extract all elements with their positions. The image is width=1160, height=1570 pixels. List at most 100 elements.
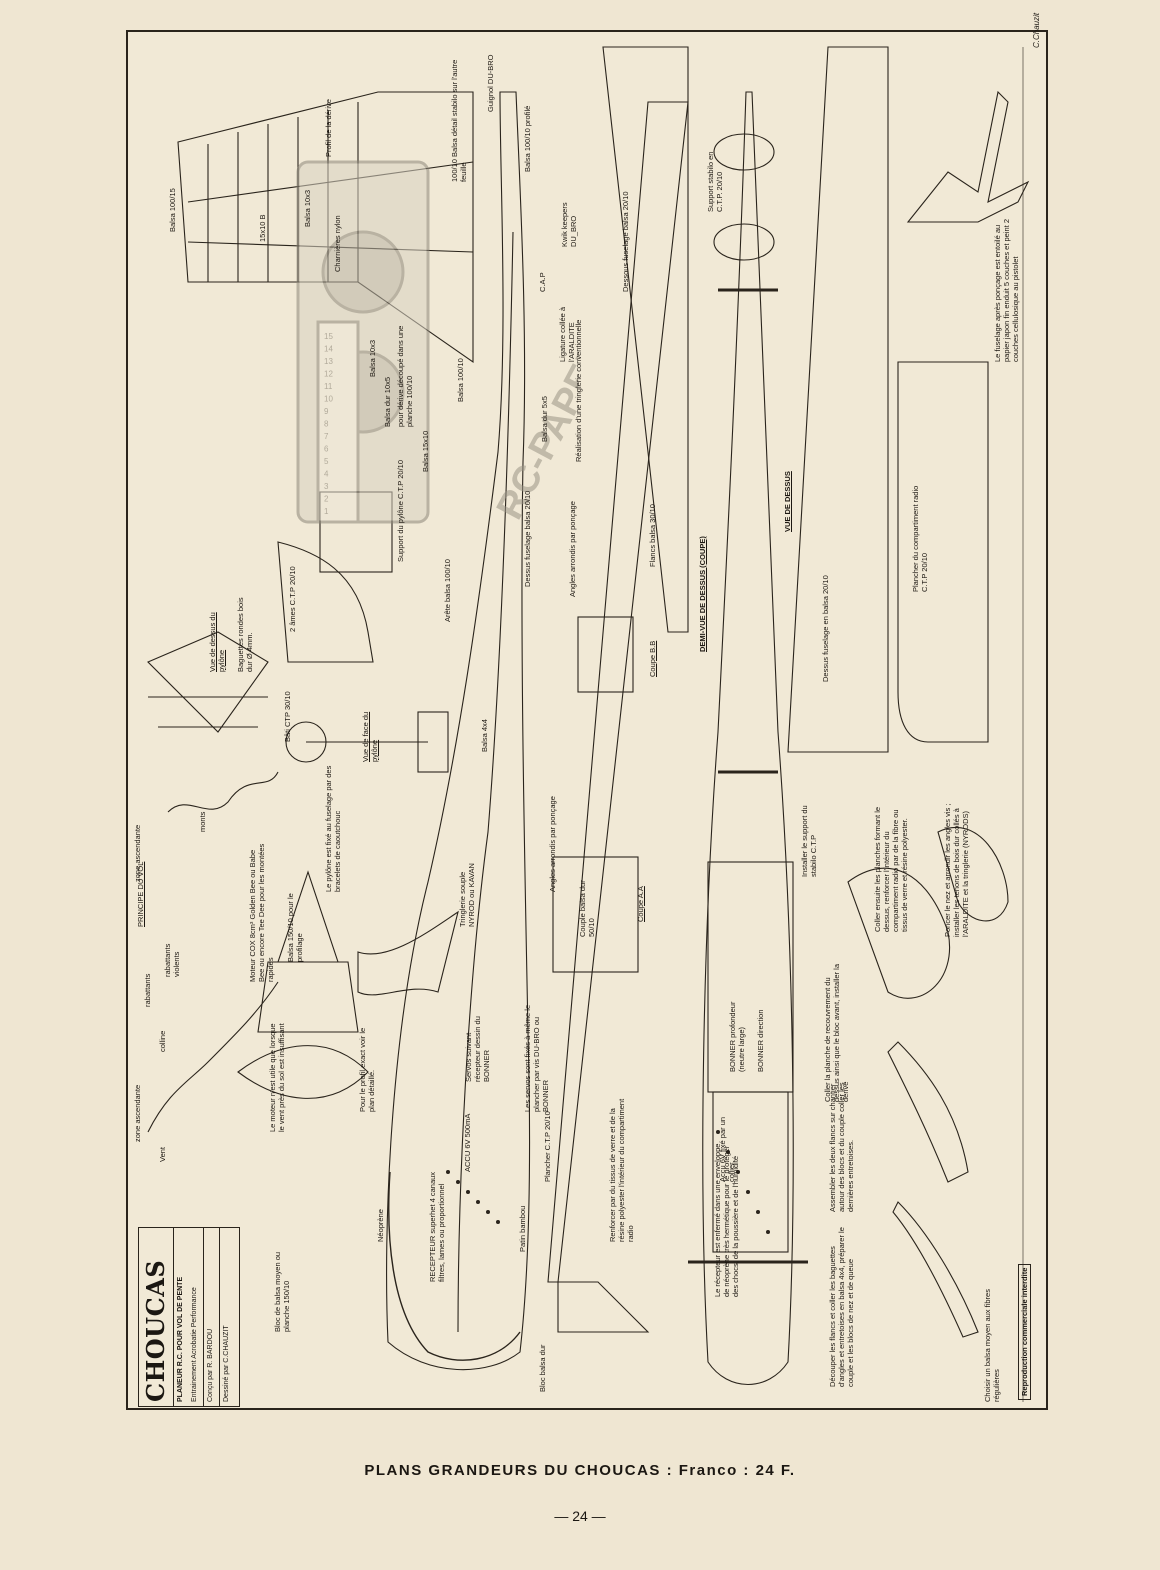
label-cap: C.A.P bbox=[538, 272, 547, 292]
ruler-tick-label: 10 bbox=[324, 395, 333, 404]
label-angles-arrondis-1: Angles arrondis par ponçage bbox=[568, 501, 577, 597]
ruler-tick-label: 8 bbox=[324, 420, 329, 429]
label-assembler: Assembler les deux flancs sur chantier a… bbox=[828, 1082, 855, 1212]
fin-outline bbox=[177, 91, 474, 364]
label-realisation: Réalisation d'une tringlerie conventionn… bbox=[574, 319, 583, 462]
label-monts: monts bbox=[198, 811, 207, 832]
label-arete-balsa: Arête balsa 100/10 bbox=[443, 559, 452, 622]
plan-drawing bbox=[147, 46, 1030, 1402]
label-pylone-fixe: Le pylône est fixé au fuselage par des b… bbox=[324, 765, 342, 892]
label-zone-ascendante-2: zone ascendante bbox=[133, 1084, 142, 1142]
label-pour-profil: Pour le profil exact voir le plan détail… bbox=[358, 1027, 376, 1112]
label-support-stabilo: Support stabilo en C.T.P. 20/10 bbox=[706, 151, 724, 212]
ruler-tick-label: 5 bbox=[324, 457, 329, 466]
label-baguettes-rondes: Baguettes rondes bois dur Ø 4mm. bbox=[236, 597, 254, 672]
label-bonner-prof: BONNER profondeur (neutre large) bbox=[728, 1001, 746, 1072]
plank-1 bbox=[602, 46, 689, 633]
side-fuselage-spine bbox=[457, 231, 514, 1333]
label-decoupe: pour dérive découpé dans une planche 100… bbox=[396, 325, 414, 427]
label-dessous-fuselage-20: Dessous fuselage balsa 20/10 bbox=[621, 191, 630, 293]
step-sketch-4 bbox=[937, 826, 1009, 922]
ruler-tick-label: 11 bbox=[324, 382, 333, 391]
title-name: CHOUCAS bbox=[141, 1259, 170, 1402]
footer-title: PLANS GRANDEURS DU CHOUCAS : Franco : 24… bbox=[364, 1462, 796, 1479]
reproduction-notice: Reproduction commerciale interdite bbox=[1018, 1263, 1031, 1400]
label-balsa-100-10-a: Balsa 100/10 bbox=[456, 358, 465, 402]
ruler-tick-label: 14 bbox=[324, 345, 333, 354]
nose-block bbox=[388, 1171, 521, 1361]
radio-compartment bbox=[707, 861, 794, 1093]
section-aa bbox=[552, 856, 639, 973]
section-bb bbox=[577, 616, 634, 693]
label-principe-vol: PRINCIPE DU VOL bbox=[136, 861, 145, 927]
label-balsa-dur-5x5: Balsa dur 5x5 bbox=[540, 396, 549, 442]
label-balsa-detail: 100/10 Balsa détail stabilo sur l'autre … bbox=[450, 59, 468, 182]
ruler-tick-label: 6 bbox=[324, 445, 329, 454]
label-rabattants: rabattants bbox=[143, 973, 152, 1007]
propeller bbox=[237, 1045, 369, 1099]
label-vue-dessus: VUE DE DESSUS bbox=[783, 471, 792, 532]
label-recepteur-enferme: Le récepteur est enfermé dans une envelo… bbox=[713, 1143, 740, 1297]
ruler-tick-label: 2 bbox=[324, 495, 329, 504]
label-choisir: Choisir un balsa moyen aux fibres réguli… bbox=[983, 1289, 1001, 1402]
label-10x3-top: Balsa 10x3 bbox=[303, 189, 312, 227]
label-balsa-profile: Balsa 100/10 profilé bbox=[523, 105, 532, 172]
ruler-tick-label: 7 bbox=[324, 432, 329, 441]
label-renforcer: Renforcer par du tissus de verre et de l… bbox=[608, 1098, 635, 1242]
label-balsa-100-15: Balsa 100/15 bbox=[168, 188, 177, 232]
label-moteur-cox: Moteur COX 8cm³ Golden Bee ou Babe Bee o… bbox=[248, 843, 275, 982]
label-recepteur: RECEPTEUR superhet 4 canaux filtres, lam… bbox=[428, 1171, 446, 1282]
ruler-tick-label: 4 bbox=[324, 470, 329, 479]
label-vue-dessus-pylone: Vue de dessus du pylône bbox=[208, 612, 226, 672]
radio-floor-plank bbox=[897, 361, 989, 743]
label-bonner-dir: BONNER direction bbox=[756, 1009, 765, 1072]
label-servos: Servos suivant récepteur dessin du BONNE… bbox=[464, 1016, 491, 1082]
title-block: CHOUCAS PLANEUR R.C. POUR VOL DE PENTE E… bbox=[138, 1227, 240, 1407]
label-poncer-nez: Poncer le nez et arrondir les angles vis… bbox=[943, 803, 970, 937]
plank-3 bbox=[787, 46, 889, 753]
ruler-tick-label: 1 bbox=[324, 507, 329, 516]
label-profil-derive: Profil de la dérive bbox=[324, 99, 333, 157]
label-decouper: Découper les flancs et coller les baguet… bbox=[828, 1227, 855, 1387]
label-bati-ctp: Bâti CTP 30/10 bbox=[283, 691, 292, 742]
label-servos-fixes: Les servos sont fixés à même le plancher… bbox=[523, 1004, 550, 1112]
step-sketch-2 bbox=[847, 867, 951, 999]
stab-mount-1 bbox=[713, 133, 775, 171]
wing-pylon-top bbox=[147, 631, 269, 733]
label-balsa-dur-10x5: Balsa dur 10x5 bbox=[383, 376, 392, 427]
label-coupe-bb: Coupe B.B bbox=[648, 640, 657, 677]
signature: C.Chauzit bbox=[1032, 12, 1041, 48]
label-couple-balsa: Couple balsa dur 50/10 bbox=[578, 880, 596, 937]
label-colline: colline bbox=[158, 1030, 167, 1052]
ruler-tick-label: 13 bbox=[324, 357, 333, 366]
label-bloc-balsa-dur: Bloc balsa dur bbox=[538, 1344, 547, 1392]
step-sketch-1 bbox=[892, 1201, 979, 1338]
page-number: — 24 — bbox=[554, 1508, 606, 1524]
plank-4 bbox=[557, 1281, 650, 1333]
label-demi-vue: DEMI-VUE DE DESSUS (COUPE) bbox=[698, 536, 707, 652]
ruler-tick-label: 9 bbox=[324, 407, 329, 416]
label-guignol: Guignol DU-BRO bbox=[486, 54, 495, 112]
side-fuselage-outline bbox=[386, 91, 531, 1371]
label-support-pylone: Support du pylône C.T.P 20/10 bbox=[396, 459, 405, 562]
motor-body bbox=[257, 961, 359, 1033]
label-accu-left: ACCU 6V 500mA bbox=[463, 1113, 472, 1172]
title-line-4: Dessiné par C.CHAUZIT bbox=[223, 1325, 230, 1402]
slope-sketch bbox=[147, 981, 279, 1133]
title-line-2: Entrainement Acrobatie Performance bbox=[191, 1287, 198, 1402]
label-rabattants-violents: rabattants violents bbox=[163, 943, 181, 977]
label-balsa-4x4: Balsa 4x4 bbox=[480, 719, 489, 752]
label-coller-planches: Coller ensuite les planches formant le d… bbox=[873, 806, 909, 932]
label-tringlerie: Tringlerie souple NYROD ou KAVAN bbox=[458, 863, 476, 927]
glider-sketch bbox=[906, 90, 1030, 223]
ruler-tick-label: 15 bbox=[324, 332, 333, 341]
label-deux-ames: 2 âmes C.T.P 20/10 bbox=[288, 566, 297, 632]
label-planche-ctp: Plancher C.T.P 20/10 bbox=[543, 1111, 552, 1182]
label-fuselage-poncage: Le fuselage après ponçage est entoilé au… bbox=[993, 218, 1020, 362]
label-neoprene: Néoprène bbox=[376, 1209, 385, 1242]
label-angles-arrondis-2: Angles arrondis par ponçage bbox=[548, 796, 557, 892]
label-plancher-radio: Plancher du compartiment radio C.T.P 20/… bbox=[911, 485, 929, 592]
